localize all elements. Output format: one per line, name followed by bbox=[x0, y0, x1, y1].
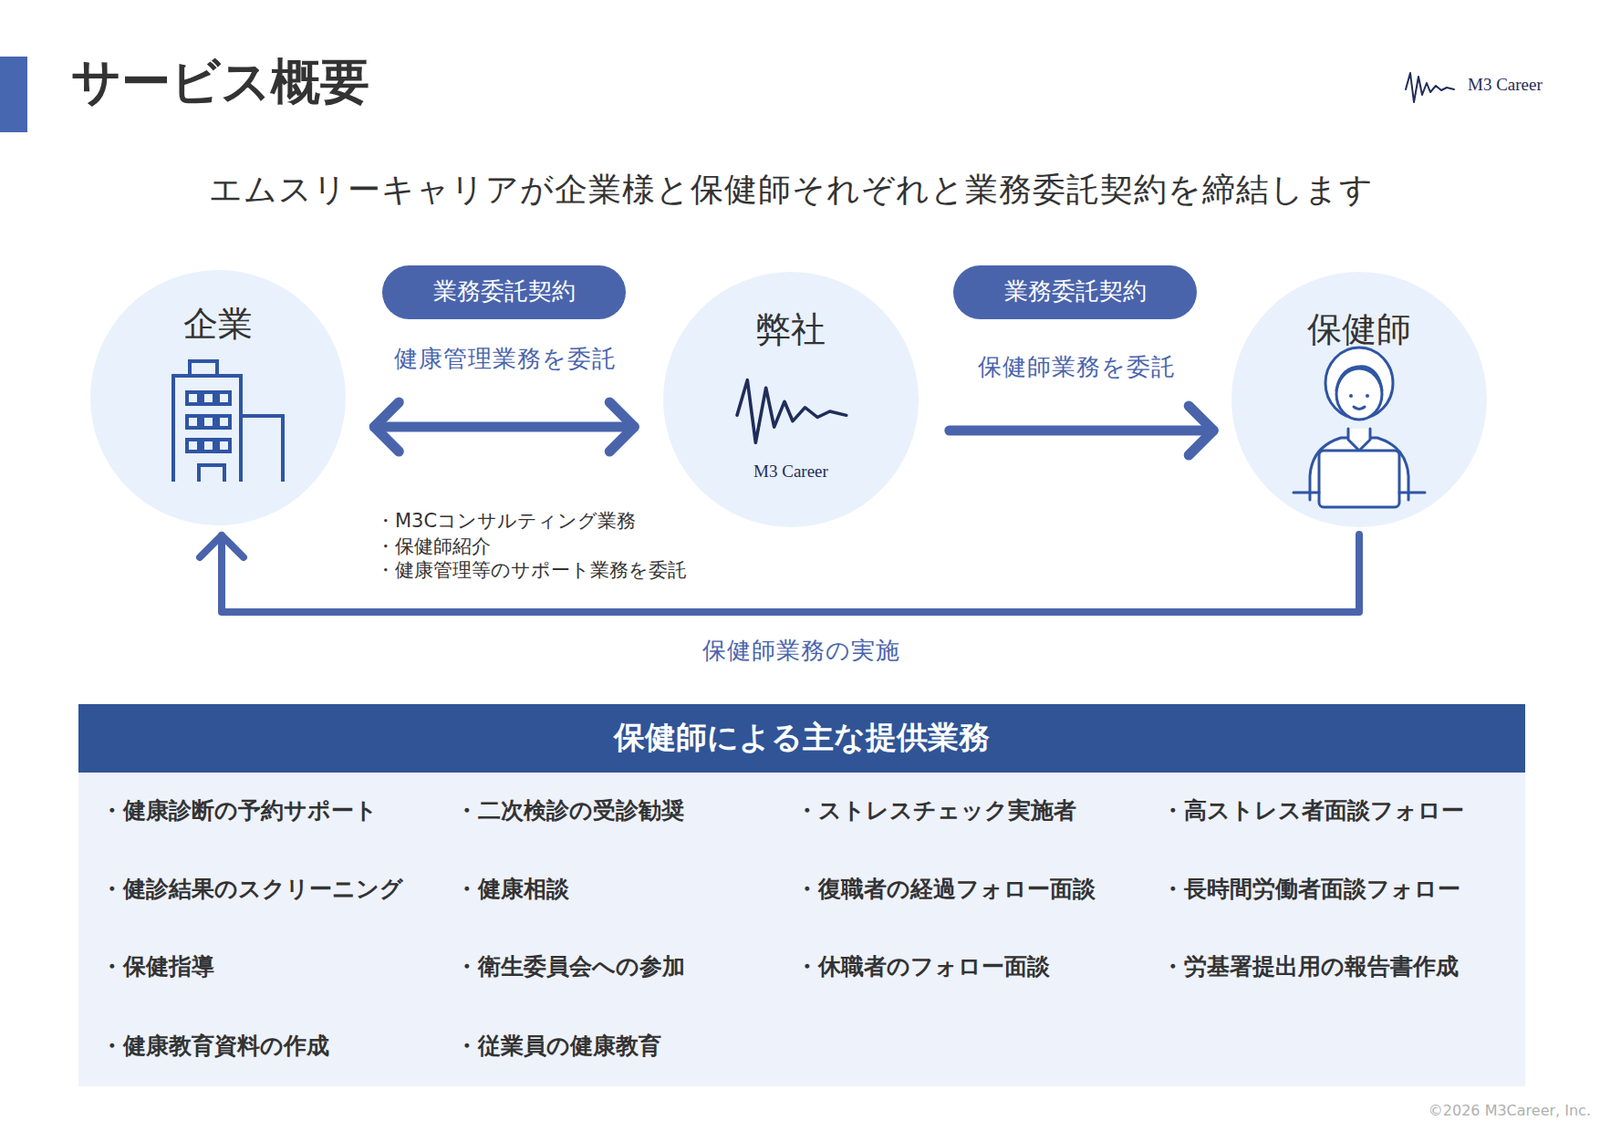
contract-pill: 業務委託契約 bbox=[382, 265, 626, 320]
panel-header-bar: 保健師による主な提供業務 bbox=[78, 704, 1526, 773]
service-item: ・健診結果のスクリーニング bbox=[100, 875, 404, 904]
note-item: ・保健師紹介 bbox=[375, 535, 491, 559]
edge-label: 保健師業務の実施 bbox=[702, 636, 901, 665]
connector-arrow bbox=[221, 534, 1360, 613]
service-item: ・健康教育資料の作成 bbox=[100, 1032, 330, 1060]
page-title: サービス概要 bbox=[71, 52, 370, 113]
pill-text: 業務委託契約 bbox=[382, 277, 626, 306]
note-item: ・M3Cコンサルティング業務 bbox=[375, 509, 636, 533]
service-item: ・高ストレス者面談フォロー bbox=[1161, 797, 1465, 825]
node-heading: 企業 bbox=[90, 303, 346, 346]
copyright-note: ©2026 M3Career, Inc. bbox=[1428, 1101, 1591, 1120]
node-heading: 弊社 bbox=[663, 309, 919, 352]
circle-shape bbox=[1231, 271, 1487, 528]
service-item: ・ストレスチェック実施者 bbox=[795, 797, 1077, 825]
company-circle: 企業 bbox=[90, 270, 346, 526]
service-item: ・休職者のフォロー面談 bbox=[795, 953, 1050, 981]
logo-wave bbox=[1405, 72, 1455, 103]
node-heading: 保健師 bbox=[1231, 309, 1487, 352]
connector-arrow bbox=[949, 425, 1214, 437]
service-item: ・二次検診の受診勧奨 bbox=[455, 797, 685, 825]
edge-label: 保健師業務を委託 bbox=[977, 353, 1176, 382]
edge-label: 健康管理業務を委託 bbox=[394, 344, 617, 374]
service-item: ・衛生委員会への参加 bbox=[455, 953, 686, 981]
logo-text: M3 Career bbox=[1467, 74, 1543, 96]
note-item: ・健康管理等のサポート業務を委託 bbox=[375, 559, 687, 582]
service-item: ・復職者の経過フォロー面談 bbox=[795, 875, 1096, 904]
subtitle: エムスリーキャリアが企業様と保健師それぞれと業務委託契約を締結します bbox=[208, 169, 1374, 209]
connector-arrow bbox=[374, 422, 634, 433]
service-item: ・従業員の健康教育 bbox=[455, 1032, 662, 1060]
panel-heading: 保健師による主な提供業務 bbox=[78, 718, 1526, 757]
company-self-circle: 弊社 M3 Career bbox=[663, 271, 919, 528]
service-item: ・労基署提出用の報告書作成 bbox=[1161, 953, 1459, 981]
title-accent-bar bbox=[0, 56, 28, 133]
nurse-circle: 保健師 bbox=[1231, 271, 1487, 528]
logo-text: M3 Career bbox=[663, 461, 919, 483]
service-item: ・長時間労働者面談フォロー bbox=[1161, 875, 1461, 904]
service-item: ・保健指導 bbox=[100, 953, 215, 981]
service-item: ・健康診断の予約サポート bbox=[100, 797, 378, 825]
pill-text: 業務委託契約 bbox=[953, 277, 1197, 306]
circle-shape bbox=[90, 270, 346, 526]
circle-shape bbox=[663, 271, 919, 528]
service-item: ・健康相談 bbox=[455, 875, 570, 904]
contract-pill: 業務委託契約 bbox=[953, 265, 1197, 320]
